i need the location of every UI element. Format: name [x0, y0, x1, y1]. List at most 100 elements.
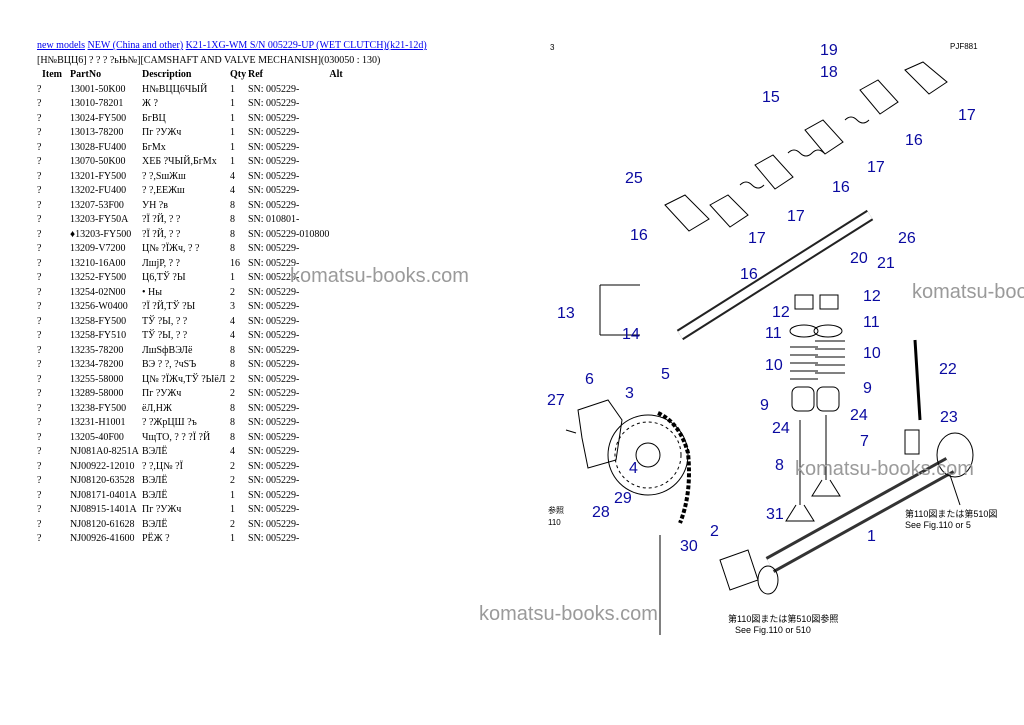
cell-item: ? [37, 533, 42, 544]
breadcrumb-link-new-models[interactable]: new models [37, 40, 86, 51]
cell-description: ВЭЛЁ [142, 475, 168, 486]
cell-item: ? [37, 373, 42, 385]
left-ref-a: 参照 [548, 505, 564, 515]
callout-number: 12 [772, 304, 790, 321]
callout-number: 27 [547, 392, 565, 409]
cell-partno: 13254-02N00 [70, 286, 126, 298]
cell-qty: 1 [230, 141, 235, 153]
cell-description: ТЎ ?Ы, ? ? [142, 315, 188, 327]
watermark: komatsu-books.com [290, 265, 469, 287]
cell-item: ? [37, 272, 42, 283]
cell-partno: 13235-78200 [70, 344, 124, 356]
cell-qty: 1 [230, 83, 235, 95]
cell-ref: SN: 005229- [248, 112, 300, 124]
cell-alt [329, 97, 389, 112]
cell-qty: 8 [230, 402, 235, 414]
cell-description: УН ?в [142, 199, 168, 211]
cell-alt [329, 387, 389, 402]
cell-qty: 8 [230, 359, 235, 370]
callout-number: 10 [765, 357, 783, 374]
cell-description: ? ?,ЕЕЖш [142, 185, 185, 196]
callout-number: 17 [958, 107, 976, 124]
cell-partno: 13070-50K00 [70, 156, 126, 167]
cell-alt [329, 445, 389, 460]
cell-ref: SN: 005229- [248, 141, 300, 153]
cell-partno: NJ00922-12010 [70, 460, 135, 472]
callout-number: 13 [557, 305, 575, 322]
callout-number: 11 [765, 325, 782, 342]
callout-number: 29 [614, 490, 632, 507]
cell-item: ? [37, 243, 42, 254]
cell-alt [329, 112, 389, 127]
cell-item: ? [37, 431, 42, 443]
cell-item: ? [37, 315, 42, 327]
callout-number: 23 [940, 409, 958, 426]
cell-item: ? [37, 228, 42, 240]
cell-description: ? ?ЖрЦШ ?ъ [142, 417, 197, 428]
callout-number: 16 [740, 266, 758, 283]
cell-description: ? ?,SшЖш [142, 170, 186, 182]
cell-partno: 13013-78200 [70, 127, 124, 138]
cell-item: ? [37, 504, 42, 515]
cell-item: ? [37, 257, 42, 269]
watermark: komatsu-books.com [795, 458, 974, 480]
cell-qty: 1 [230, 533, 235, 544]
cell-ref: SN: 005229- [248, 286, 300, 298]
cell-alt [329, 344, 389, 359]
cell-qty: 1 [230, 112, 235, 124]
col-header-ref: Ref [248, 69, 263, 80]
breadcrumb-link-china[interactable]: NEW (China and other) [87, 40, 184, 51]
cell-item: ? [37, 344, 42, 356]
cell-description: Пг ?УЖч [142, 127, 182, 138]
cell-qty: 2 [230, 518, 235, 530]
cell-item: ? [37, 170, 42, 182]
breadcrumb-link-model[interactable]: K21-1XG-WM S/N 005229-UP (WET CLUTCH)(k2… [185, 40, 427, 51]
cell-qty: 8 [230, 214, 235, 225]
cell-item: ? [37, 446, 42, 457]
cell-description: Н№ВЦЦ6ЧЫЙ [142, 83, 208, 95]
callout-number: 4 [629, 460, 638, 477]
callout-number: 24 [772, 420, 790, 437]
cell-qty: 3 [230, 301, 235, 312]
cell-alt [329, 126, 389, 141]
cell-alt [329, 460, 389, 475]
cell-qty: 4 [230, 185, 235, 196]
callout-number: 17 [787, 208, 805, 225]
cell-alt [329, 170, 389, 185]
callout-number: 25 [625, 170, 643, 187]
cell-qty: 16 [230, 257, 240, 269]
cell-alt [329, 213, 389, 228]
cell-partno: NJ081A0-8251A [70, 446, 139, 457]
cell-description: ёЛ,НЖ [142, 402, 172, 414]
cell-alt [329, 199, 389, 214]
cell-alt [329, 431, 389, 446]
cell-description: ? ?,Ц№ ?Ї [142, 460, 183, 472]
cell-qty: 8 [230, 243, 235, 254]
cell-qty: 1 [230, 98, 235, 109]
diagram-code: PJF881 [950, 42, 978, 51]
cell-qty: 4 [230, 330, 235, 341]
cell-description: БгВЦ [142, 112, 166, 124]
cell-qty: 8 [230, 344, 235, 356]
callout-number: 14 [622, 326, 640, 343]
cell-alt [329, 503, 389, 518]
cell-partno: NJ08120-63528 [70, 475, 135, 486]
cell-ref: SN: 005229- [248, 199, 300, 211]
diagram-corner-mark: 3 [550, 43, 555, 52]
callout-number: 9 [760, 397, 769, 414]
callout-number: 17 [748, 230, 766, 247]
cell-partno: NJ08120-61628 [70, 518, 135, 530]
cell-ref: SN: 005229-010800 [248, 228, 330, 240]
cell-partno: 13001-50K00 [70, 83, 126, 95]
